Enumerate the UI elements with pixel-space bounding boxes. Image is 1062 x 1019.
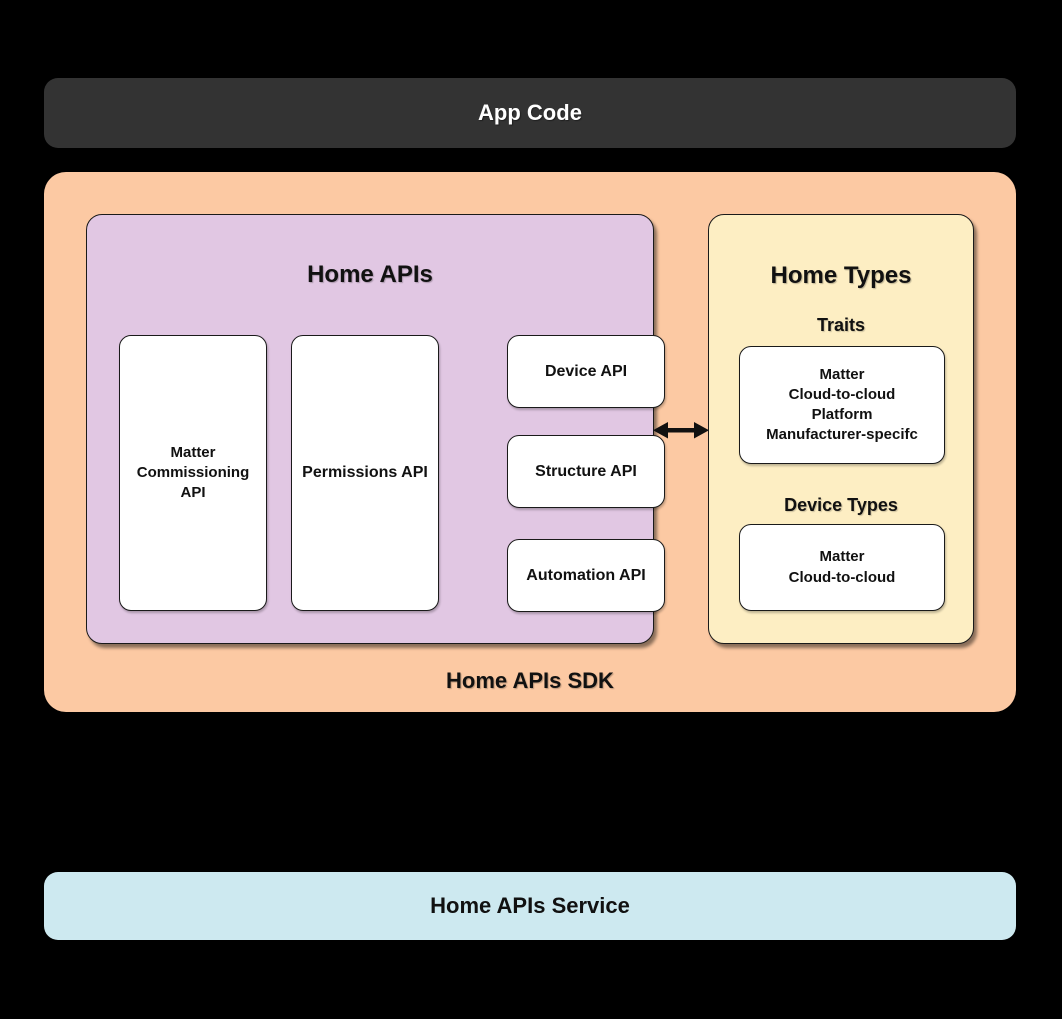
automation-api-label: Automation API (526, 566, 646, 584)
home-apis-service-box: Home APIs Service (44, 872, 1016, 940)
home-apis-service-label: Home APIs Service (430, 893, 630, 918)
traits-items: Matter Cloud-to-cloud Platform Manufactu… (766, 365, 918, 444)
device-types-box: Matter Cloud-to-cloud (739, 524, 945, 611)
permissions-api-box: Permissions API (291, 335, 439, 611)
structure-api-label: Structure API (535, 462, 637, 480)
device-types-label: Device Types (784, 495, 898, 515)
home-apis-title: Home APIs (307, 261, 433, 288)
device-api-label: Device API (544, 362, 628, 380)
device-types-items: Matter Cloud-to-cloud (788, 548, 896, 586)
bidirectional-arrow-icon (653, 422, 709, 439)
automation-api-box: Automation API (507, 539, 665, 612)
home-apis-sdk-box: Home APIs Matter Commissioning API Permi… (44, 172, 1016, 712)
home-types-title: Home Types (770, 262, 912, 289)
traits-label: Traits (816, 315, 866, 335)
home-apis-panel: Home APIs Matter Commissioning API Permi… (86, 214, 665, 644)
structure-api-box: Structure API (507, 435, 665, 508)
home-apis-sdk-label: Home APIs SDK (446, 668, 614, 693)
matter-commissioning-api-box: Matter Commissioning API (119, 335, 267, 611)
device-api-box: Device API (507, 335, 665, 408)
traits-box: Matter Cloud-to-cloud Platform Manufactu… (739, 346, 945, 464)
matter-commissioning-api-label: Matter Commissioning API (136, 443, 250, 502)
app-code-label: App Code (478, 100, 582, 125)
app-code-box: App Code (44, 78, 1016, 148)
permissions-api-label: Permissions API (302, 464, 428, 482)
home-types-panel: Home Types Traits Matter Cloud-to-cloud … (708, 214, 974, 644)
